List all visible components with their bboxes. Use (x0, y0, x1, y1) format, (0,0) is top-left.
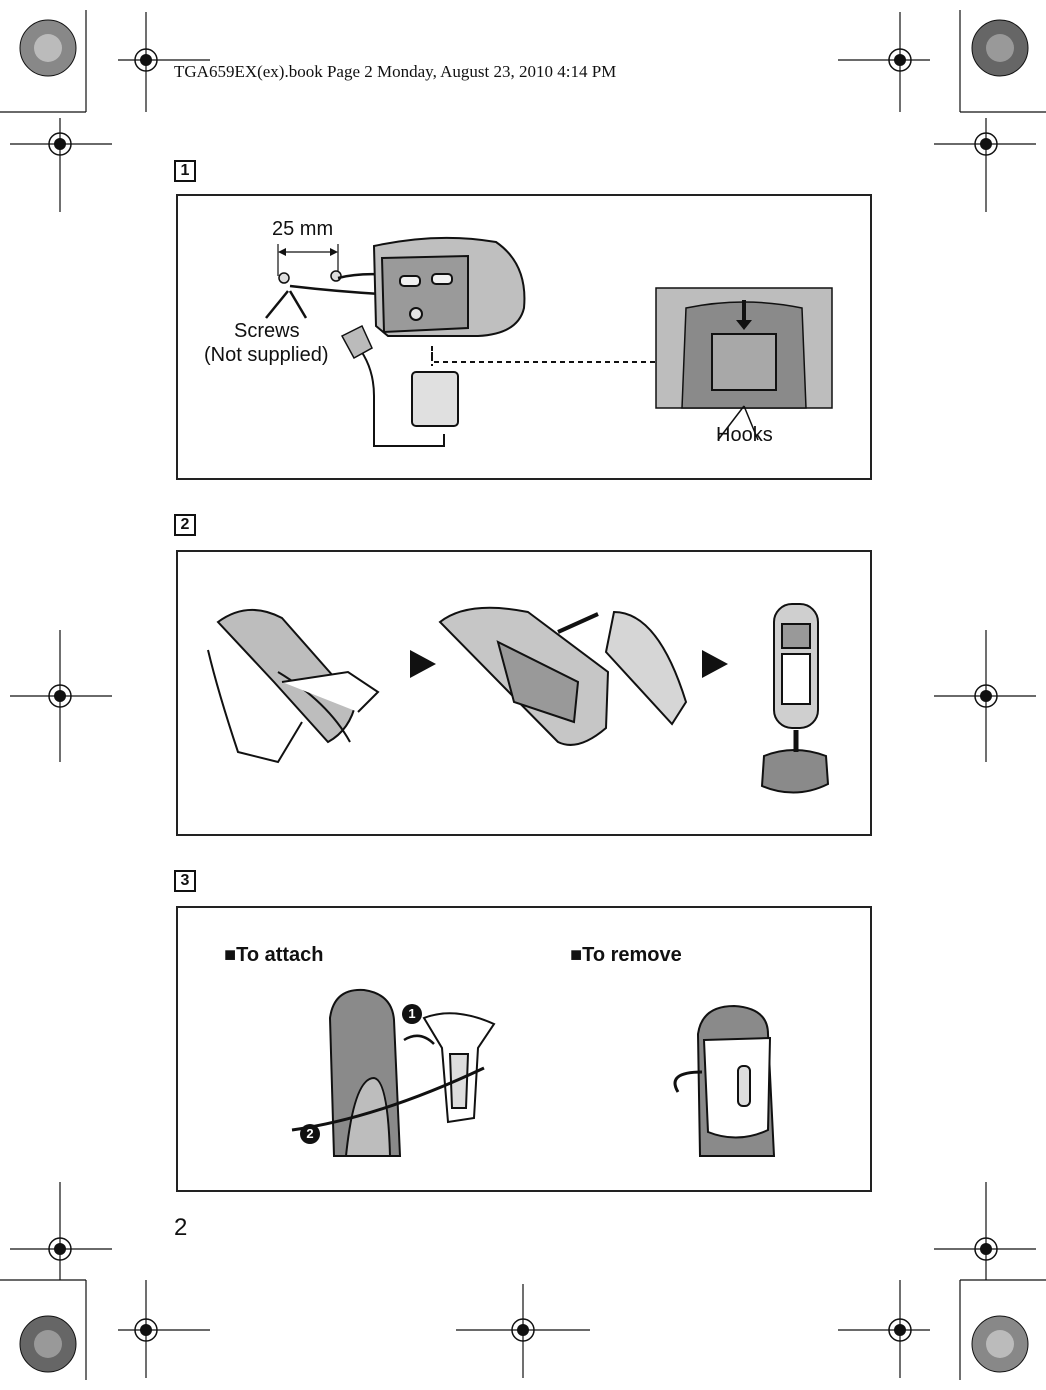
step-number-3: 3 (174, 870, 196, 892)
step-number-2: 2 (174, 514, 196, 536)
starburst-targets (19, 19, 1029, 1373)
handset-remove-icon (673, 1004, 776, 1157)
belt-clip-illustration (291, 988, 776, 1157)
step-marker-icon (300, 1004, 422, 1144)
arrow-right-icon (410, 650, 436, 678)
handset-on-charger-icon (760, 603, 830, 794)
step3-panel: ■To attach ■To remove 1 2 (176, 906, 872, 1192)
to-attach-heading: ■To attach (224, 944, 324, 966)
battery-install-illustration (207, 603, 830, 794)
book-header: TGA659EX(ex).book Page 2 Monday, August … (174, 62, 617, 81)
step-number-1: 1 (174, 160, 196, 182)
wall-mount-illustration (265, 236, 833, 447)
marker-1-label: 1 (408, 1006, 416, 1021)
registration-targets (48, 48, 998, 1342)
handset-attach-icon (291, 988, 496, 1157)
battery-compartment-icon (438, 606, 688, 746)
base-unit-icon (372, 236, 526, 337)
step2-panel (176, 550, 872, 836)
marker-2-label: 2 (306, 1126, 314, 1141)
page-number: 2 (174, 1214, 188, 1241)
ac-adapter-icon (411, 371, 459, 427)
dimension-label: 25 mm (272, 218, 334, 240)
to-remove-heading: ■To remove (570, 944, 682, 966)
step1-panel: 25 mm Screws (Not supplied) Hooks (176, 194, 872, 480)
screws-label: Screws (234, 320, 300, 342)
hooks-label: Hooks (716, 424, 773, 446)
not-supplied-label: (Not supplied) (204, 344, 329, 366)
arrow-right-icon (702, 650, 728, 678)
screw-icon (278, 270, 342, 284)
hooks-detail-inset (655, 287, 833, 441)
handset-hand-icon (207, 608, 380, 764)
